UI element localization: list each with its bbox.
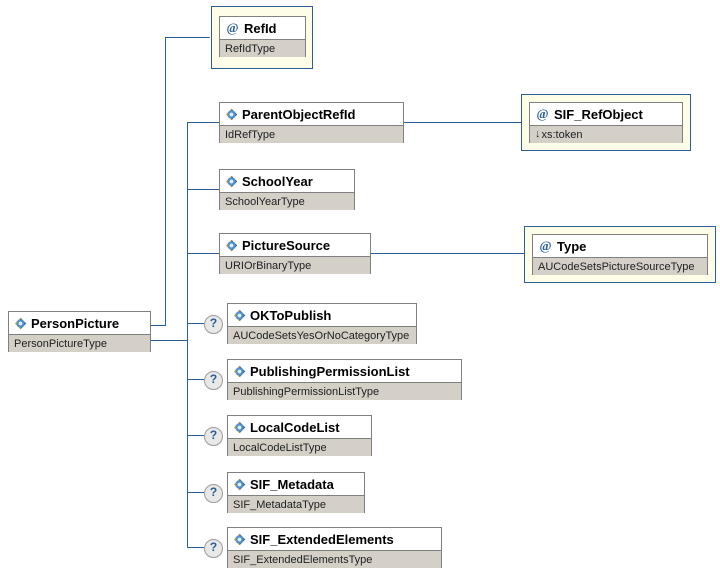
at-sign-icon: @ — [539, 238, 552, 253]
connector-root-to-attr-trunk — [151, 325, 166, 326]
connector-parentobjectrefid-to-sif-refobject — [404, 122, 521, 123]
element-diamond-icon — [233, 533, 246, 546]
node-refid-name: RefId — [244, 20, 277, 36]
node-oktopublish-name: OKToPublish — [250, 307, 332, 323]
element-diamond-icon — [233, 478, 246, 491]
node-parentobjectrefid[interactable]: ParentObjectRefId IdRefType — [219, 102, 404, 143]
element-diamond-icon — [14, 317, 27, 330]
node-schoolyear-name: SchoolYear — [242, 173, 313, 189]
node-picturesource-type: URIOrBinaryType — [220, 256, 370, 274]
node-parentobjectrefid-title: ParentObjectRefId — [220, 103, 403, 125]
node-oktopublish-type: AUCodeSetsYesOrNoCategoryType — [228, 326, 416, 344]
node-picturesource-title: PictureSource — [220, 234, 370, 256]
node-localcodelist-name: LocalCodeList — [250, 419, 340, 435]
connector-branch-oktopublish — [187, 323, 204, 324]
node-publishingpermissionlist-title: PublishingPermissionList — [228, 360, 461, 382]
node-refid[interactable]: @ RefId RefIdType — [219, 16, 306, 57]
connector-element-trunk-vertical — [187, 122, 188, 547]
node-schoolyear-type: SchoolYearType — [220, 192, 354, 210]
node-type[interactable]: @ Type AUCodeSetsPictureSourceType — [532, 234, 708, 275]
node-sif-metadata[interactable]: SIF_Metadata SIF_MetadataType — [227, 472, 365, 513]
connector-attr-trunk-to-refid — [165, 37, 210, 38]
element-diamond-icon — [233, 421, 246, 434]
node-sif-metadata-title: SIF_Metadata — [228, 473, 364, 495]
node-person-picture-name: PersonPicture — [31, 315, 120, 331]
element-diamond-icon — [233, 309, 246, 322]
node-sif-extendedelements-name: SIF_ExtendedElements — [250, 531, 394, 547]
node-person-picture-title: PersonPicture — [9, 312, 150, 334]
node-type-name: Type — [557, 238, 587, 254]
node-picturesource[interactable]: PictureSource URIOrBinaryType — [219, 233, 371, 274]
node-sif-metadata-type: SIF_MetadataType — [228, 495, 364, 513]
connector-branch-publishingpermissionlist — [187, 379, 204, 380]
connector-picturesource-to-type — [371, 253, 524, 254]
node-publishingpermissionlist-type: PublishingPermissionListType — [228, 382, 461, 400]
node-sif-metadata-name: SIF_Metadata — [250, 476, 334, 492]
node-picturesource-name: PictureSource — [242, 237, 331, 253]
optional-marker-sif-metadata: ? — [204, 484, 223, 503]
node-sif-extendedelements-type: SIF_ExtendedElementsType — [228, 550, 441, 568]
node-refid-title: @ RefId — [220, 17, 305, 39]
connector-branch-picturesource — [187, 253, 219, 254]
node-sif-refobject-name: SIF_RefObject — [554, 106, 643, 122]
node-localcodelist-type: LocalCodeListType — [228, 438, 371, 456]
connector-root-to-element-trunk — [151, 340, 188, 341]
node-publishingpermissionlist[interactable]: PublishingPermissionList PublishingPermi… — [227, 359, 462, 400]
node-localcodelist[interactable]: LocalCodeList LocalCodeListType — [227, 415, 372, 456]
optional-marker-oktopublish: ? — [204, 315, 223, 334]
node-publishingpermissionlist-name: PublishingPermissionList — [250, 363, 410, 379]
node-localcodelist-title: LocalCodeList — [228, 416, 371, 438]
node-parentobjectrefid-name: ParentObjectRefId — [242, 106, 356, 122]
node-person-picture[interactable]: PersonPicture PersonPictureType — [8, 311, 151, 352]
optional-marker-localcodelist: ? — [204, 427, 223, 446]
node-sif-extendedelements[interactable]: SIF_ExtendedElements SIF_ExtendedElement… — [227, 527, 442, 568]
connector-branch-sif-extendedelements — [187, 547, 204, 548]
node-sif-refobject-type-text: xs:token — [541, 128, 583, 141]
node-schoolyear-title: SchoolYear — [220, 170, 354, 192]
node-sif-refobject-title: @ SIF_RefObject — [530, 103, 682, 125]
at-sign-icon: @ — [226, 20, 239, 35]
element-diamond-icon — [225, 108, 238, 121]
node-parentobjectrefid-type: IdRefType — [220, 125, 403, 143]
node-oktopublish[interactable]: OKToPublish AUCodeSetsYesOrNoCategoryTyp… — [227, 303, 417, 344]
node-sif-refobject-type: ↓xs:token — [530, 125, 682, 143]
connector-attr-trunk-vertical — [165, 37, 166, 326]
optional-marker-publishingpermissionlist: ? — [204, 371, 223, 390]
node-type-title: @ Type — [533, 235, 707, 257]
connector-branch-localcodelist — [187, 435, 204, 436]
node-schoolyear[interactable]: SchoolYear SchoolYearType — [219, 169, 355, 210]
connector-branch-sif-metadata — [187, 492, 204, 493]
element-diamond-icon — [225, 175, 238, 188]
restriction-arrow-icon: ↓ — [535, 128, 541, 140]
node-oktopublish-title: OKToPublish — [228, 304, 416, 326]
node-refid-type: RefIdType — [220, 39, 305, 57]
connector-branch-schoolyear — [187, 189, 219, 190]
element-diamond-icon — [233, 365, 246, 378]
element-diamond-icon — [225, 239, 238, 252]
connector-branch-parentobjectrefid — [187, 122, 219, 123]
at-sign-icon: @ — [536, 106, 549, 121]
optional-marker-sif-extendedelements: ? — [204, 539, 223, 558]
node-sif-refobject[interactable]: @ SIF_RefObject ↓xs:token — [529, 102, 683, 143]
node-person-picture-type: PersonPictureType — [9, 334, 150, 352]
node-type-type: AUCodeSetsPictureSourceType — [533, 257, 707, 275]
node-sif-extendedelements-title: SIF_ExtendedElements — [228, 528, 441, 550]
